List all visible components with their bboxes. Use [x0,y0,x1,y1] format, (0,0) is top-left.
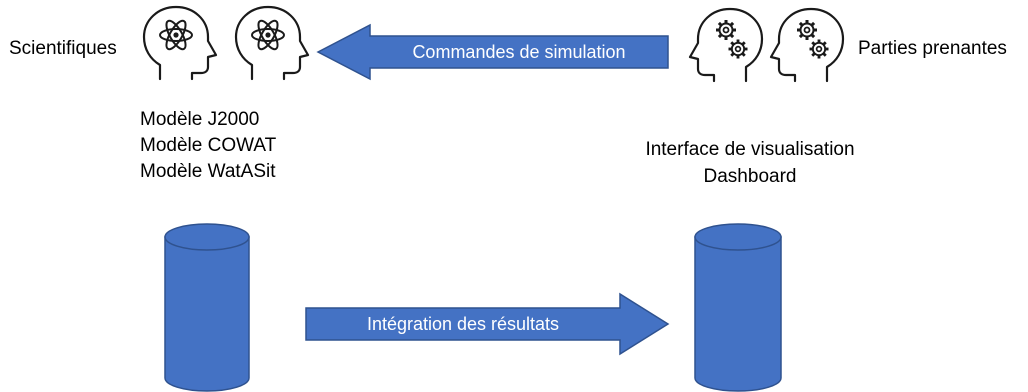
stakeholders-label: Parties prenantes [858,38,1007,59]
atom-head-icon [142,5,218,81]
scientists-database-cylinder [164,223,250,392]
model-item: Modèle J2000 [140,109,260,130]
tool-item: Dashboard [703,166,797,187]
results-integration-label: Intégration des résultats [366,314,560,334]
model-item: Modèle COWAT [140,135,277,156]
simulation-commands-label: Commandes de simulation [412,42,626,62]
stakeholders-database-cylinder [694,223,782,392]
models-list: Modèle J2000 Modèle COWAT Modèle WatASit [140,107,276,185]
simulation-commands-arrow [316,23,669,81]
results-integration-arrow [305,292,670,356]
tool-item: Interface de visualisation [645,139,855,160]
gears-head-icon [769,7,845,83]
gears-head-icon [688,7,764,83]
scientists-label: Scientifiques [9,38,117,59]
tools-list: Interface de visualisation Dashboard [600,136,900,190]
model-item: Modèle WatASit [140,161,276,182]
atom-head-icon [234,5,310,81]
